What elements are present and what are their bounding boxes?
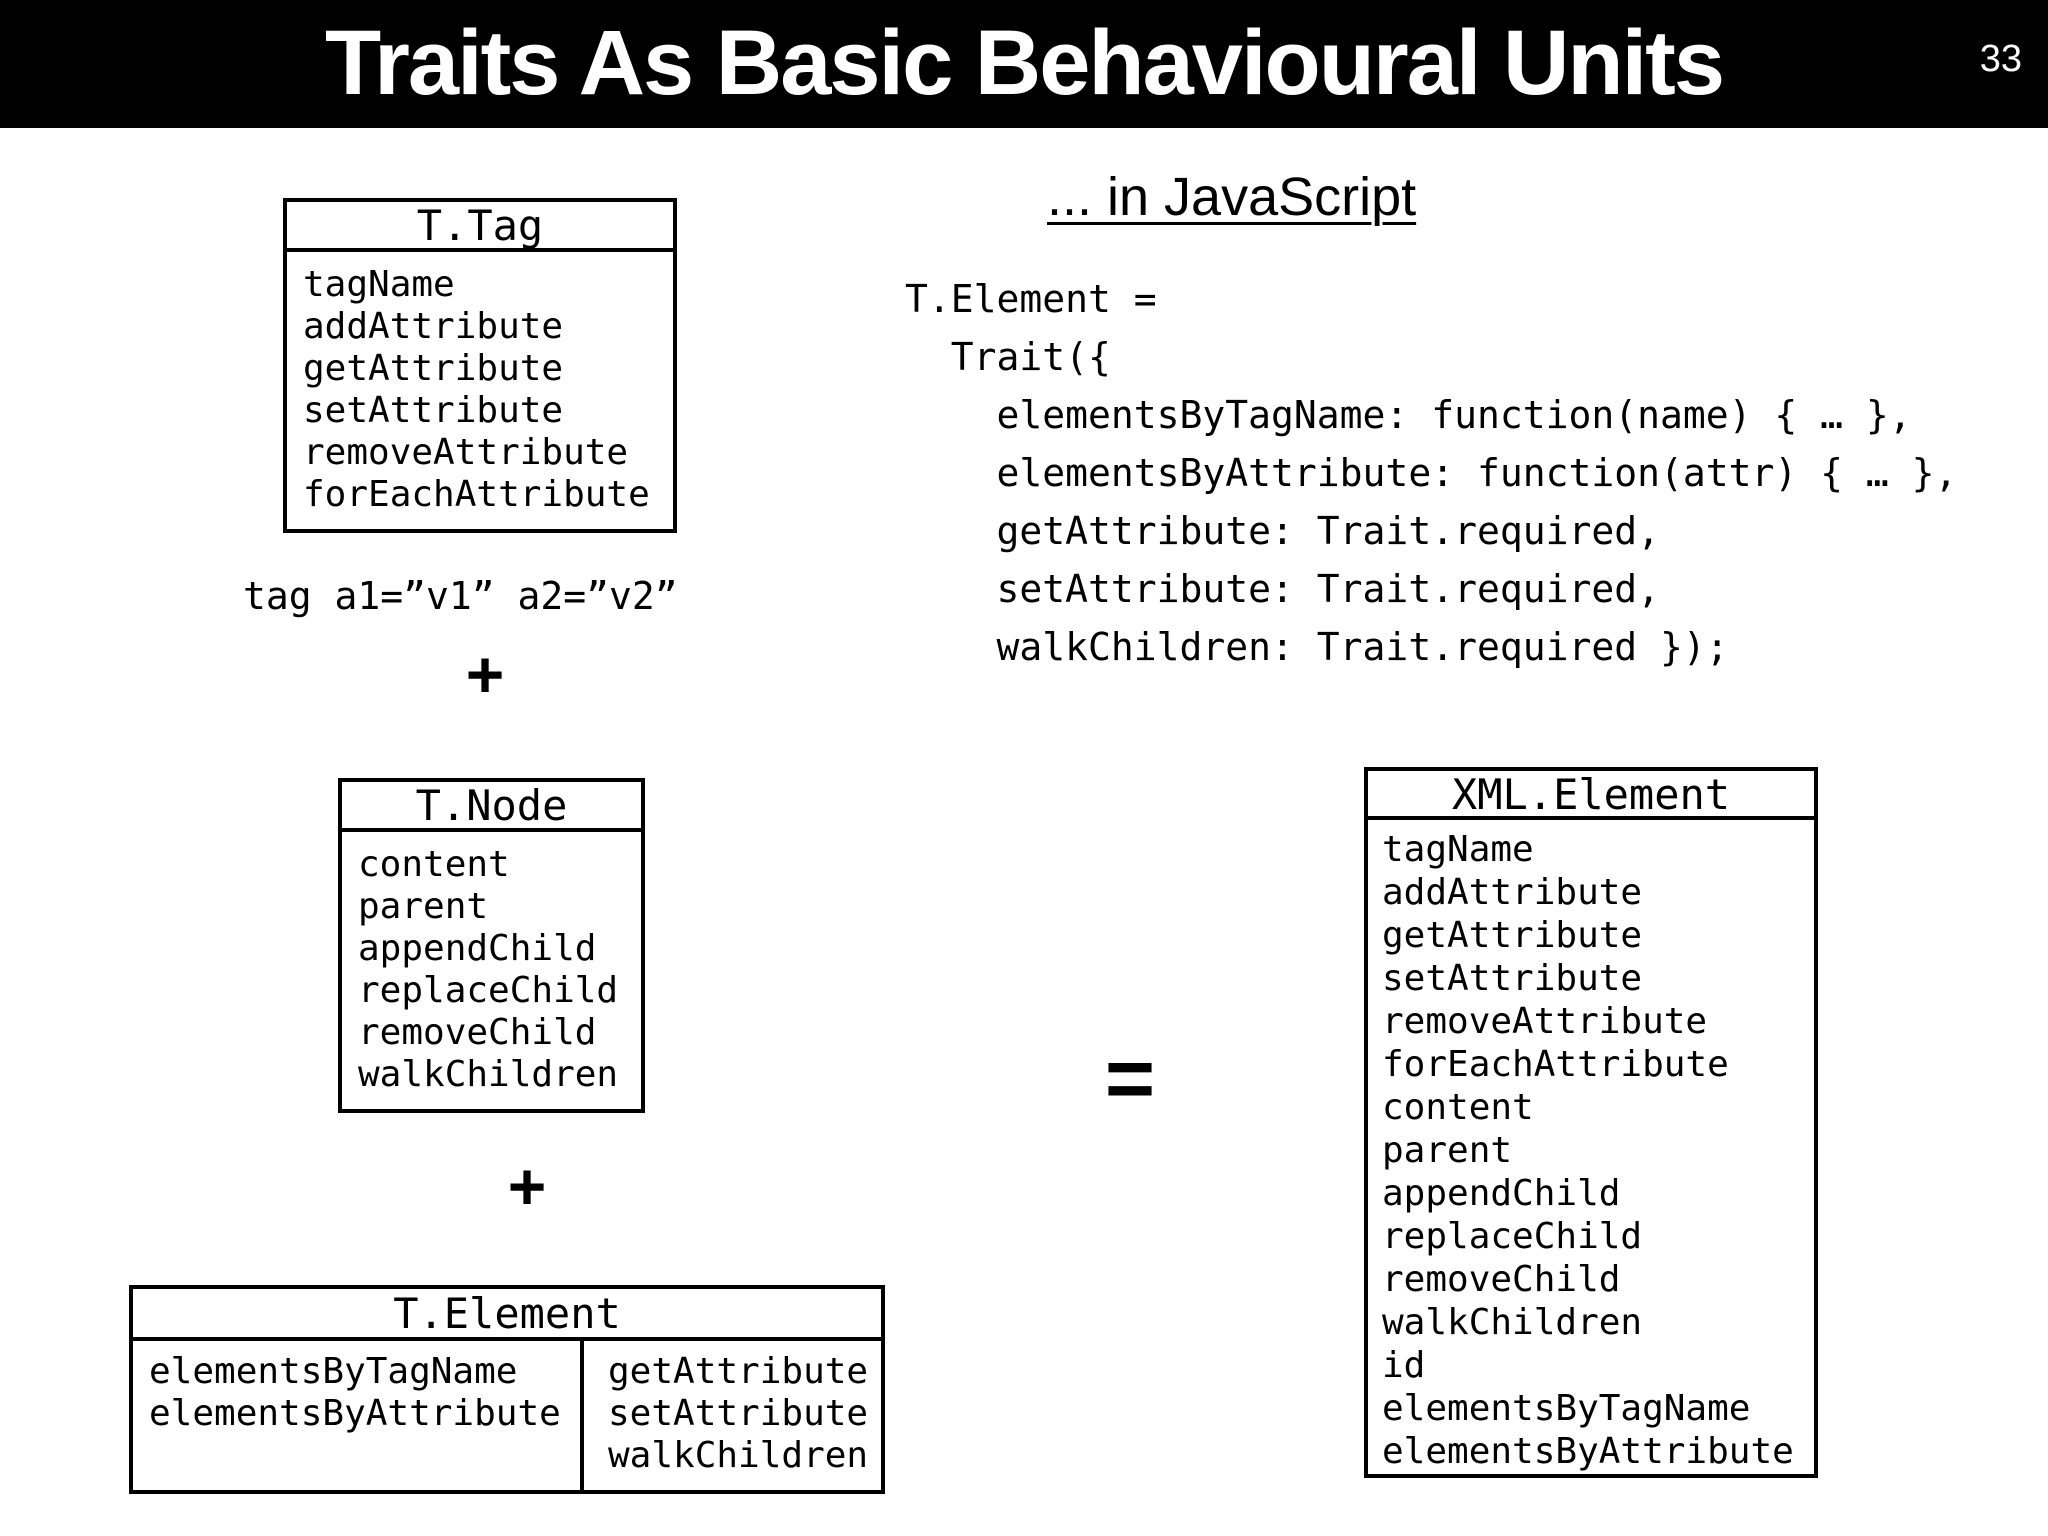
class-member: setAttribute: [1382, 958, 1643, 999]
class-member: elementsByAttribute: [1382, 1431, 1794, 1472]
xml-element-class-title: XML.Element: [1368, 771, 1814, 820]
class-member: id: [1382, 1345, 1426, 1386]
class-member: content: [1382, 1087, 1534, 1128]
t-element-class-title: T.Element: [133, 1289, 881, 1341]
header-bar: [0, 0, 2048, 128]
class-member: addAttribute: [1382, 872, 1643, 913]
t-node-class-title: T.Node: [342, 782, 641, 832]
code-line: getAttribute: Trait.required,: [905, 509, 1660, 553]
t-element-left-column: elementsByTagName elementsByAttribute: [133, 1341, 584, 1490]
t-element-right-column: getAttribute setAttribute walkChildren: [584, 1341, 881, 1490]
class-member: elementsByAttribute: [149, 1393, 561, 1434]
t-tag-class-title: T.Tag: [287, 202, 673, 252]
class-member: removeChild: [1382, 1259, 1621, 1300]
plus-operator-top: +: [465, 637, 505, 711]
code-line: T.Element =: [905, 277, 1157, 321]
class-member: replaceChild: [358, 970, 619, 1011]
class-member: elementsByTagName: [149, 1351, 518, 1392]
xml-element-class-members: tagName addAttribute getAttribute setAtt…: [1368, 820, 1814, 1473]
equals-operator: =: [1104, 1031, 1156, 1127]
javascript-code-block: T.Element = Trait({ elementsByTagName: f…: [905, 270, 1957, 676]
plus-operator-bottom: +: [507, 1149, 547, 1223]
tag-example-text: tag a1=”v1” a2=”v2”: [243, 574, 678, 618]
class-member: removeAttribute: [303, 432, 629, 473]
class-member: getAttribute: [303, 348, 564, 389]
code-line: Trait({: [905, 335, 1111, 379]
class-member: addAttribute: [303, 306, 564, 347]
class-member: setAttribute: [608, 1393, 869, 1434]
t-tag-class-box: T.Tag tagName addAttribute getAttribute …: [283, 198, 677, 533]
class-member: setAttribute: [303, 390, 564, 431]
class-member: parent: [358, 886, 489, 927]
t-node-class-box: T.Node content parent appendChild replac…: [338, 778, 645, 1113]
class-member: tagName: [303, 264, 455, 305]
slide-title: Traits As Basic Behavioural Units: [324, 12, 1725, 114]
class-member: getAttribute: [608, 1351, 869, 1392]
slide-number: 33: [1979, 38, 2022, 80]
class-member: content: [358, 844, 510, 885]
t-tag-class-members: tagName addAttribute getAttribute setAtt…: [287, 252, 673, 516]
class-member: walkChildren: [1382, 1302, 1643, 1343]
class-member: tagName: [1382, 829, 1534, 870]
class-member: removeChild: [358, 1012, 597, 1053]
code-line: elementsByTagName: function(name) { … },: [905, 393, 1912, 437]
class-member: forEachAttribute: [303, 474, 650, 515]
class-member: getAttribute: [1382, 915, 1643, 956]
class-member: removeAttribute: [1382, 1001, 1708, 1042]
class-member: appendChild: [1382, 1173, 1621, 1214]
t-node-class-members: content parent appendChild replaceChild …: [342, 832, 641, 1096]
class-member: appendChild: [358, 928, 597, 969]
class-member: elementsByTagName: [1382, 1388, 1751, 1429]
class-member: parent: [1382, 1130, 1513, 1171]
t-element-class-box: T.Element elementsByTagName elementsByAt…: [129, 1285, 885, 1494]
class-member: walkChildren: [608, 1435, 869, 1476]
class-member: walkChildren: [358, 1054, 619, 1095]
class-member: forEachAttribute: [1382, 1044, 1729, 1085]
code-line: walkChildren: Trait.required });: [905, 625, 1729, 669]
class-member: replaceChild: [1382, 1216, 1643, 1257]
t-element-columns: elementsByTagName elementsByAttribute ge…: [133, 1341, 881, 1490]
javascript-section-heading: ... in JavaScript: [1047, 167, 1417, 227]
code-line: elementsByAttribute: function(attr) { … …: [905, 451, 1958, 495]
code-line: setAttribute: Trait.required,: [905, 567, 1660, 611]
xml-element-class-box: XML.Element tagName addAttribute getAttr…: [1364, 767, 1818, 1478]
